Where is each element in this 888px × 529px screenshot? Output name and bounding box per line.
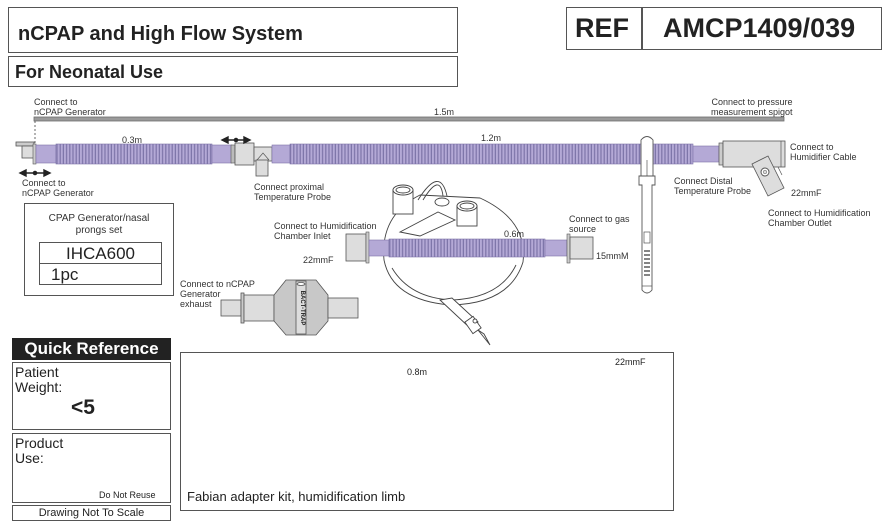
- chamber-limb-cuff-left: [368, 239, 390, 257]
- chamber-limb-length: 0.6m: [504, 229, 525, 239]
- ref-code: AMCP1409/039: [663, 13, 856, 43]
- pressure-line-right-label: Connect to pressure measurement spigot: [711, 97, 793, 117]
- cpap-set-code: IHCA600: [39, 242, 162, 264]
- outlet-size: 22mmF: [791, 188, 822, 198]
- pressure-line-left-label: Connect to nCPAP Generator: [34, 97, 106, 117]
- chamber-inlet-label: Connect to Humidification Chamber Inlet: [274, 221, 377, 241]
- humidifier-outlet-connector: [718, 140, 786, 197]
- pressure-line: [33, 116, 785, 122]
- humidifier-cable-label: Connect to Humidifier Cable: [790, 142, 857, 162]
- tube-segment-1-cuff-right: [211, 144, 233, 164]
- adapter-kit-tube-length: 0.8m: [407, 367, 428, 377]
- chamber-limb-cuff-right: [544, 239, 568, 257]
- slide-arrow-icon: [220, 135, 252, 145]
- cpap-set-quantity: 1pc: [39, 263, 162, 285]
- scale-note: Drawing Not To Scale: [12, 505, 171, 521]
- slide-arrow-icon: [18, 168, 52, 178]
- filter-brand-text: BACT-TRAP: [299, 291, 305, 326]
- gas-source-size: 15mmM: [596, 251, 629, 261]
- tube-segment-2-cuff-right: [692, 145, 720, 163]
- patient-weight-box: Patient Weight: <5: [12, 362, 171, 430]
- chamber-limb-corrugated: [388, 238, 546, 258]
- subtitle-box: For Neonatal Use: [8, 56, 458, 87]
- tube-segment-2-cuff-left: [271, 144, 291, 164]
- product-use-box: Product Use: Do Not Reuse: [12, 433, 171, 503]
- cpap-set-heading: CPAP Generator/nasal prongs set: [48, 213, 150, 236]
- segment-2-length: 1.2m: [481, 133, 502, 143]
- ref-label: REF: [575, 13, 629, 43]
- ncpap-generator-connector: [15, 141, 37, 165]
- chamber-inlet-connector: [345, 231, 370, 264]
- left-connector-label: Connect to nCPAP Generator: [22, 178, 94, 198]
- ref-divider: [641, 8, 643, 49]
- tube-segment-1-corrugated: [55, 143, 213, 165]
- chamber-inlet-size: 22mmF: [303, 255, 334, 265]
- adapter-kit-box: 0.8m 22mmF Fabian adapter kit, humidific…: [180, 352, 674, 511]
- gas-source-connector: [566, 233, 594, 264]
- adapter-kit-caption: Fabian adapter kit, humidification limb: [187, 489, 406, 504]
- proximal-temperature-connector: [230, 142, 273, 177]
- proximal-probe-label: Connect proximal Temperature Probe: [254, 182, 332, 202]
- exhaust-filter: BACT-TRAP: [220, 279, 359, 336]
- document-title: nCPAP and High Flow System: [18, 23, 303, 45]
- outlet-label: Connect to Humidification Chamber Outlet: [768, 208, 871, 228]
- quick-reference-heading: Quick Reference: [12, 338, 171, 360]
- gas-source-label: Connect to gas source: [569, 214, 630, 234]
- segment-1-length: 0.3m: [122, 135, 143, 145]
- distal-probe-label: Connect Distal Temperature Probe: [674, 176, 752, 196]
- tube-segment-1-cuff-left: [35, 144, 57, 164]
- ref-box: REF AMCP1409/039: [566, 7, 882, 50]
- patient-weight-label: Patient Weight:: [15, 364, 63, 395]
- adapter-kit-connector-size: 22mmF: [615, 357, 646, 367]
- tube-segment-2-corrugated: [289, 143, 694, 165]
- pressure-line-length: 1.5m: [434, 107, 455, 117]
- cpap-set-box: CPAP Generator/nasal prongs set IHCA600 …: [24, 203, 174, 296]
- product-use-label: Product Use:: [15, 435, 64, 466]
- humidification-chamber: [383, 181, 524, 346]
- product-use-value: Do Not Reuse: [99, 490, 156, 500]
- distal-temperature-probe: [638, 136, 656, 294]
- exhaust-filter-label: Connect to nCPAP Generator exhaust: [180, 279, 255, 309]
- document-subtitle: For Neonatal Use: [15, 62, 164, 82]
- title-box: nCPAP and High Flow System: [8, 7, 458, 53]
- patient-weight-value: <5: [71, 396, 95, 419]
